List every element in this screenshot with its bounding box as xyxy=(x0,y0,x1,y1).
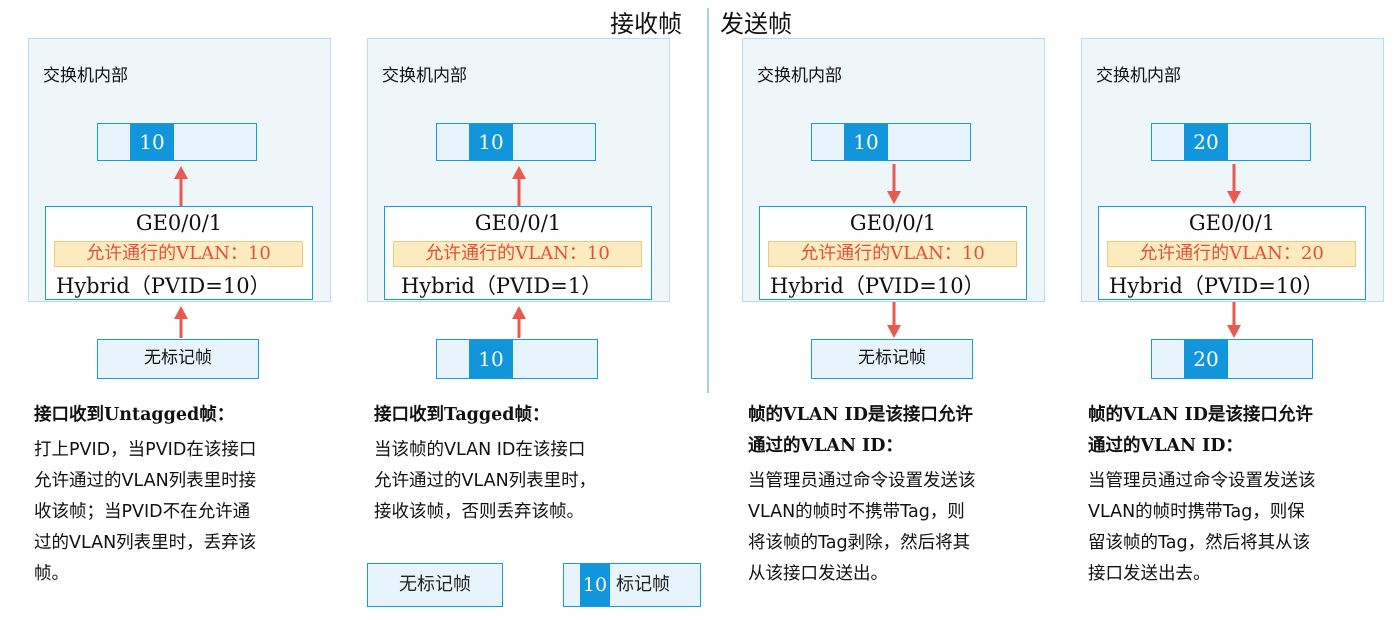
description-line: 当管理员通过命令设置发送该 xyxy=(1088,471,1316,491)
description-title-line: 帧的VLAN ID是该接口允许 xyxy=(748,405,973,425)
description-title: 帧的VLAN ID是该接口允许 通过的VLAN ID： xyxy=(1088,400,1388,462)
description-title-line: 通过的VLAN ID： xyxy=(748,436,903,456)
port-box-4: GE0/0/1 允许通行的VLAN：20 Hybrid（PVID=10） xyxy=(1098,206,1366,300)
panel-title: 交换机内部 xyxy=(382,66,467,86)
legend-tagged-frame: 10 标记帧 xyxy=(563,563,701,607)
description-title: 接口收到Tagged帧： xyxy=(374,405,550,425)
send-heading: 发送帧 xyxy=(720,10,792,38)
port-box-3: GE0/0/1 允许通行的VLAN：10 Hybrid（PVID=10） xyxy=(759,206,1027,300)
description-3: 帧的VLAN ID是该接口允许 通过的VLAN ID： 当管理员通过命令设置发送… xyxy=(748,400,1048,590)
legend-untagged-frame: 无标记帧 xyxy=(367,563,503,607)
arrow-up-icon xyxy=(512,306,526,338)
description-body: 当管理员通过命令设置发送该 VLAN的帧时携带Tag，则保 留该帧的Tag，然后… xyxy=(1088,466,1388,590)
description-line: 接收该帧，否则丢弃该帧。 xyxy=(374,502,584,522)
allowed-vlan-label: 允许通行的VLAN：20 xyxy=(1107,241,1356,267)
untagged-frame-label: 无标记帧 xyxy=(144,348,212,368)
port-name: GE0/0/1 xyxy=(1188,211,1276,235)
vlan-tag: 20 xyxy=(1184,340,1228,378)
port-box-2: GE0/0/1 允许通行的VLAN：10 Hybrid（PVID=1） xyxy=(384,206,652,300)
description-line: 允许通过的VLAN列表里时接 xyxy=(34,471,257,491)
port-mode: Hybrid（PVID=10） xyxy=(56,274,271,298)
panel-title: 交换机内部 xyxy=(1096,66,1181,86)
legend-vlan-tag: 10 xyxy=(580,564,610,606)
inner-tagged-frame-1: 10 xyxy=(97,123,257,161)
arrow-down-icon xyxy=(1227,302,1241,338)
description-line: 允许通过的VLAN列表里时， xyxy=(374,471,597,491)
outer-untagged-frame-1: 无标记帧 xyxy=(97,339,259,379)
port-mode: Hybrid（PVID=10） xyxy=(1109,274,1324,298)
description-body: 当该帧的VLAN ID在该接口 允许通过的VLAN列表里时， 接收该帧，否则丢弃… xyxy=(374,435,674,528)
description-line: 将该帧的Tag剥除，然后将其 xyxy=(748,533,971,553)
arrow-up-icon xyxy=(174,306,188,338)
outer-tagged-frame-4: 20 xyxy=(1151,339,1313,379)
description-line: VLAN的帧时不携带Tag，则 xyxy=(748,502,965,522)
description-line: 当管理员通过命令设置发送该 xyxy=(748,471,976,491)
description-title: 接口收到Untagged帧： xyxy=(34,405,235,425)
section-divider xyxy=(707,8,709,393)
vlan-tag: 10 xyxy=(469,124,513,160)
panel-title: 交换机内部 xyxy=(757,66,842,86)
description-title-line: 通过的VLAN ID： xyxy=(1088,436,1243,456)
inner-tagged-frame-4: 20 xyxy=(1151,123,1311,161)
description-4: 帧的VLAN ID是该接口允许 通过的VLAN ID： 当管理员通过命令设置发送… xyxy=(1088,400,1388,590)
allowed-vlan-label: 允许通行的VLAN：10 xyxy=(393,241,642,267)
arrow-down-icon xyxy=(887,302,901,338)
arrow-down-icon xyxy=(887,164,901,204)
vlan-tag: 10 xyxy=(469,340,513,378)
port-mode: Hybrid（PVID=1） xyxy=(401,274,603,298)
vlan-tag: 20 xyxy=(1184,124,1228,160)
vlan-tag: 10 xyxy=(130,124,174,160)
description-body: 当管理员通过命令设置发送该 VLAN的帧时不携带Tag，则 将该帧的Tag剥除，… xyxy=(748,466,1048,590)
description-line: 过的VLAN列表里时，丢弃该 xyxy=(34,533,257,553)
description-line: 留该帧的Tag，然后将其从该 xyxy=(1088,533,1311,553)
port-name: GE0/0/1 xyxy=(135,211,223,235)
description-body: 打上PVID，当PVID在该接口 允许通过的VLAN列表里时接 收该帧；当PVI… xyxy=(34,435,334,590)
port-mode: Hybrid（PVID=10） xyxy=(770,274,985,298)
description-title-line: 帧的VLAN ID是该接口允许 xyxy=(1088,405,1313,425)
legend-tagged-label: 标记帧 xyxy=(616,574,670,595)
outer-tagged-frame-2: 10 xyxy=(436,339,598,379)
description-1: 接口收到Untagged帧： 打上PVID，当PVID在该接口 允许通过的VLA… xyxy=(34,400,334,590)
allowed-vlan-label: 允许通行的VLAN：10 xyxy=(54,241,303,267)
allowed-vlan-label: 允许通行的VLAN：10 xyxy=(768,241,1017,267)
description-title: 帧的VLAN ID是该接口允许 通过的VLAN ID： xyxy=(748,400,1048,462)
arrow-down-icon xyxy=(1227,164,1241,204)
arrow-up-icon xyxy=(512,166,526,206)
description-line: 打上PVID，当PVID在该接口 xyxy=(34,440,257,460)
description-2: 接口收到Tagged帧： 当该帧的VLAN ID在该接口 允许通过的VLAN列表… xyxy=(374,400,674,528)
outer-untagged-frame-3: 无标记帧 xyxy=(811,339,973,379)
description-line: 收该帧；当PVID不在允许通 xyxy=(34,502,251,522)
receive-heading: 接收帧 xyxy=(610,10,682,38)
description-line: 当该帧的VLAN ID在该接口 xyxy=(374,440,586,460)
panel-title: 交换机内部 xyxy=(43,66,128,86)
description-line: 帧。 xyxy=(34,564,69,584)
inner-tagged-frame-3: 10 xyxy=(811,123,971,161)
arrow-up-icon xyxy=(174,166,188,206)
description-line: 从该接口发送出。 xyxy=(748,564,888,584)
description-line: 接口发送出去。 xyxy=(1088,564,1211,584)
description-line: VLAN的帧时携带Tag，则保 xyxy=(1088,502,1305,522)
untagged-frame-label: 无标记帧 xyxy=(858,348,926,368)
inner-tagged-frame-2: 10 xyxy=(436,123,596,161)
vlan-tag: 10 xyxy=(844,124,888,160)
port-name: GE0/0/1 xyxy=(849,211,937,235)
port-box-1: GE0/0/1 允许通行的VLAN：10 Hybrid（PVID=10） xyxy=(45,206,313,300)
port-name: GE0/0/1 xyxy=(474,211,562,235)
